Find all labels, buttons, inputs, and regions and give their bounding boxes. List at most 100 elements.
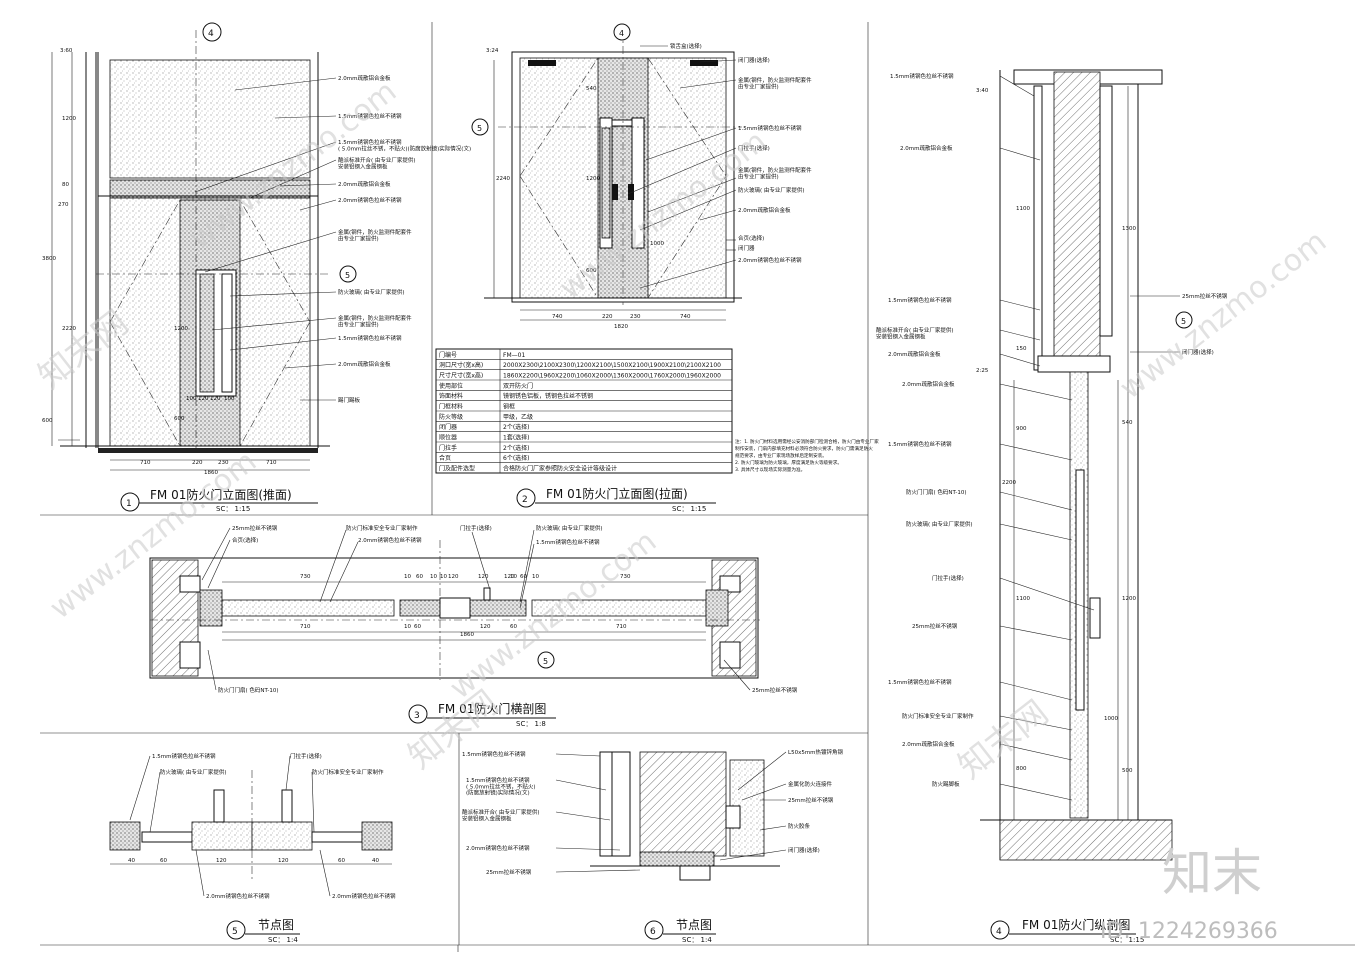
view-1-title: 1 FM 01防火门立面图(推面) SC： 1:15 [120, 487, 318, 513]
schedule-row-label: 防火等级 [439, 413, 463, 421]
svg-text:知末网: 知末网 [951, 693, 1056, 787]
view-3-horizontal-section: 5 [149, 527, 760, 691]
view-5-labels: 1.5mm锈钢色拉丝不锈钢 防火玻璃( 由专业厂家提供) 门拉手(选择) 防火门… [152, 752, 396, 900]
svg-text:2.0mm疏散铝合金板: 2.0mm疏散铝合金板 [338, 360, 391, 368]
svg-text:防火门门扇( 色码NT-10): 防火门门扇( 色码NT-10) [906, 488, 967, 496]
svg-text:防火门标准安全专业厂家制作: 防火门标准安全专业厂家制作 [902, 712, 974, 720]
svg-text:1860: 1860 [204, 470, 218, 476]
svg-text:2.0mm疏散铝合金板: 2.0mm疏散铝合金板 [888, 350, 941, 358]
view-4-vertical-section: 5 [980, 69, 1193, 861]
svg-text:740: 740 [680, 314, 691, 320]
view-1-push-elevation: 4 5 [51, 22, 357, 471]
svg-text:5: 5 [543, 657, 548, 666]
svg-text:710: 710 [616, 624, 627, 630]
svg-text:100: 100 [186, 396, 197, 402]
svg-text:1100: 1100 [1016, 596, 1030, 602]
svg-text:合页(选择): 合页(选择) [232, 536, 258, 544]
brand-logo-text: 知末 [1162, 844, 1262, 902]
schedule-row-label: 门编号 [439, 351, 457, 359]
view-3-title: 3 FM 01防火门横剖图 SC： 1:8 [408, 701, 556, 728]
svg-text:25mm拉丝不锈钢: 25mm拉丝不锈钢 [788, 796, 834, 804]
svg-text:防火踢脚板: 防火踢脚板 [932, 780, 960, 788]
svg-text:10: 10 [440, 574, 447, 580]
svg-text:710: 710 [300, 624, 311, 630]
svg-text:2.0mm锈钢色拉丝不锈钢: 2.0mm锈钢色拉丝不锈钢 [466, 844, 530, 852]
svg-text:1200: 1200 [174, 326, 188, 332]
schedule-row-value: FM—01 [503, 352, 525, 359]
schedule-row-value: 6个(选择) [503, 454, 530, 462]
view-5-dimensions: 40 60 120 120 60 40 [128, 858, 379, 864]
view-6-node-detail [555, 749, 787, 881]
svg-text:闭门器(选择): 闭门器(选择) [1182, 348, 1214, 356]
svg-text:60: 60 [414, 624, 421, 630]
svg-text:2.0mm疏散铝合金板: 2.0mm疏散铝合金板 [338, 74, 391, 82]
schedule-row-value: 2个(选择) [503, 423, 530, 431]
svg-text:2240: 2240 [496, 176, 510, 182]
svg-text:5: 5 [345, 271, 350, 280]
svg-text:2: 2 [522, 495, 528, 505]
svg-text:80: 80 [62, 182, 69, 188]
view-3-dimensions: 730 10 60 10 10 120 120 120 10 60 10 730… [300, 574, 631, 638]
svg-text:SC： 1:4: SC： 1:4 [682, 936, 712, 944]
svg-text:600: 600 [42, 418, 53, 424]
svg-text:SC： 1:15: SC： 1:15 [1110, 936, 1144, 944]
svg-text:3. 具体尺寸以现场实际测量为准。: 3. 具体尺寸以现场实际测量为准。 [735, 466, 805, 473]
svg-text:防火门门扇( 色码NT-10): 防火门门扇( 色码NT-10) [218, 686, 279, 694]
view-2-labels: 锁舌盒(选择) 闭门器(选择) 金属(钢件，防火监测件配套件由专业厂家提供) 1… [670, 42, 812, 264]
svg-text:制作安装，门扇内部填充材料必须符合防火要求，防火门需满足防火: 制作安装，门扇内部填充材料必须符合防火要求，防火门需满足防火 [735, 445, 873, 452]
svg-text:120: 120 [278, 858, 289, 864]
drawing-id: ID: 1224269366 [1100, 919, 1278, 944]
schedule-row-value: 1套(选择) [503, 434, 530, 442]
svg-text:5: 5 [232, 927, 238, 937]
view-6-title: 6 节点图 SC： 1:4 [644, 918, 716, 944]
schedule-row-label: 使用部位 [439, 382, 463, 390]
svg-text:FM 01防火门立面图(推面): FM 01防火门立面图(推面) [150, 487, 292, 502]
svg-text:防火玻璃( 由专业厂家提供): 防火玻璃( 由专业厂家提供) [738, 186, 805, 194]
svg-text:230: 230 [218, 460, 229, 466]
svg-text:60: 60 [338, 858, 345, 864]
svg-text:FM 01防火门立面图(拉面): FM 01防火门立面图(拉面) [546, 486, 688, 501]
svg-text:25mm拉丝不锈钢: 25mm拉丝不锈钢 [752, 686, 798, 694]
svg-text:4: 4 [208, 29, 214, 39]
svg-text:3:24: 3:24 [486, 48, 499, 54]
svg-text:防火玻璃( 由专业厂家提供): 防火玻璃( 由专业厂家提供) [536, 524, 603, 532]
svg-text:节点图: 节点图 [258, 918, 294, 932]
svg-text:1.5mm锈钢色拉丝不锈钢: 1.5mm锈钢色拉丝不锈钢 [152, 752, 216, 760]
svg-text:150: 150 [1016, 346, 1027, 352]
view-3-labels: 25mm拉丝不锈钢 合页(选择) 防火门标准安全专业厂家制作 2.0mm锈钢色拉… [218, 524, 798, 694]
svg-text:800: 800 [1016, 766, 1027, 772]
svg-text:1200: 1200 [1122, 596, 1136, 602]
svg-text:2.0mm锈钢色拉丝不锈钢: 2.0mm锈钢色拉丝不锈钢 [206, 892, 270, 900]
svg-text:540: 540 [1122, 420, 1133, 426]
view-2-title: 2 FM 01防火门立面图(拉面) SC： 1:15 [516, 486, 716, 513]
svg-text:规范要求，由专业厂家现场放样后定制安装。: 规范要求，由专业厂家现场放样后定制安装。 [735, 452, 827, 459]
svg-text:25mm拉丝不锈钢: 25mm拉丝不锈钢 [232, 524, 278, 532]
svg-text:2. 防火门玻璃为防火玻璃，厚度满足防火等级要求。: 2. 防火门玻璃为防火玻璃，厚度满足防火等级要求。 [735, 459, 842, 466]
svg-text:门拉手(选择): 门拉手(选择) [460, 524, 492, 532]
svg-text:1.5mm锈钢色拉丝不锈钢: 1.5mm锈钢色拉丝不锈钢 [888, 296, 952, 304]
svg-text:2.0mm锈钢色拉丝不锈钢: 2.0mm锈钢色拉丝不锈钢 [738, 256, 802, 264]
schedule-row-label: 顺位器 [439, 434, 457, 442]
svg-text:230: 230 [630, 314, 641, 320]
svg-text:40: 40 [372, 858, 379, 864]
svg-text:710: 710 [266, 460, 277, 466]
svg-text:60: 60 [520, 574, 527, 580]
view-4-title: 4 FM 01防火门纵剖图 SC： 1:15 [990, 917, 1144, 944]
svg-text:5: 5 [1181, 317, 1186, 326]
svg-text:730: 730 [620, 574, 631, 580]
svg-text:金属化防火连接件: 金属化防火连接件 [788, 780, 833, 788]
svg-text:知末网: 知末网 [401, 683, 506, 777]
svg-text:120: 120 [504, 574, 515, 580]
schedule-row-label: 门及配件选型 [439, 465, 475, 473]
svg-text:60: 60 [160, 858, 167, 864]
svg-text:门拉手(选择): 门拉手(选择) [738, 144, 770, 152]
svg-text:3: 3 [414, 711, 420, 721]
svg-text:FM 01防火门横剖图: FM 01防火门横剖图 [438, 701, 546, 716]
svg-text:120: 120 [216, 858, 227, 864]
svg-text:540: 540 [586, 86, 597, 92]
svg-text:1.5mm锈钢色拉丝不锈钢: 1.5mm锈钢色拉丝不锈钢 [888, 440, 952, 448]
schedule-row-value: 甲级，乙级 [503, 413, 533, 421]
svg-text:金属(钢件，防火监测件配套件由专业厂家提供): 金属(钢件，防火监测件配套件由专业厂家提供) [738, 166, 812, 180]
view-2-dimensions: 3:24 540 2240 1200 1000 600 740 220 230 … [486, 48, 691, 330]
schedule-row-label: 门拉手 [439, 444, 457, 452]
